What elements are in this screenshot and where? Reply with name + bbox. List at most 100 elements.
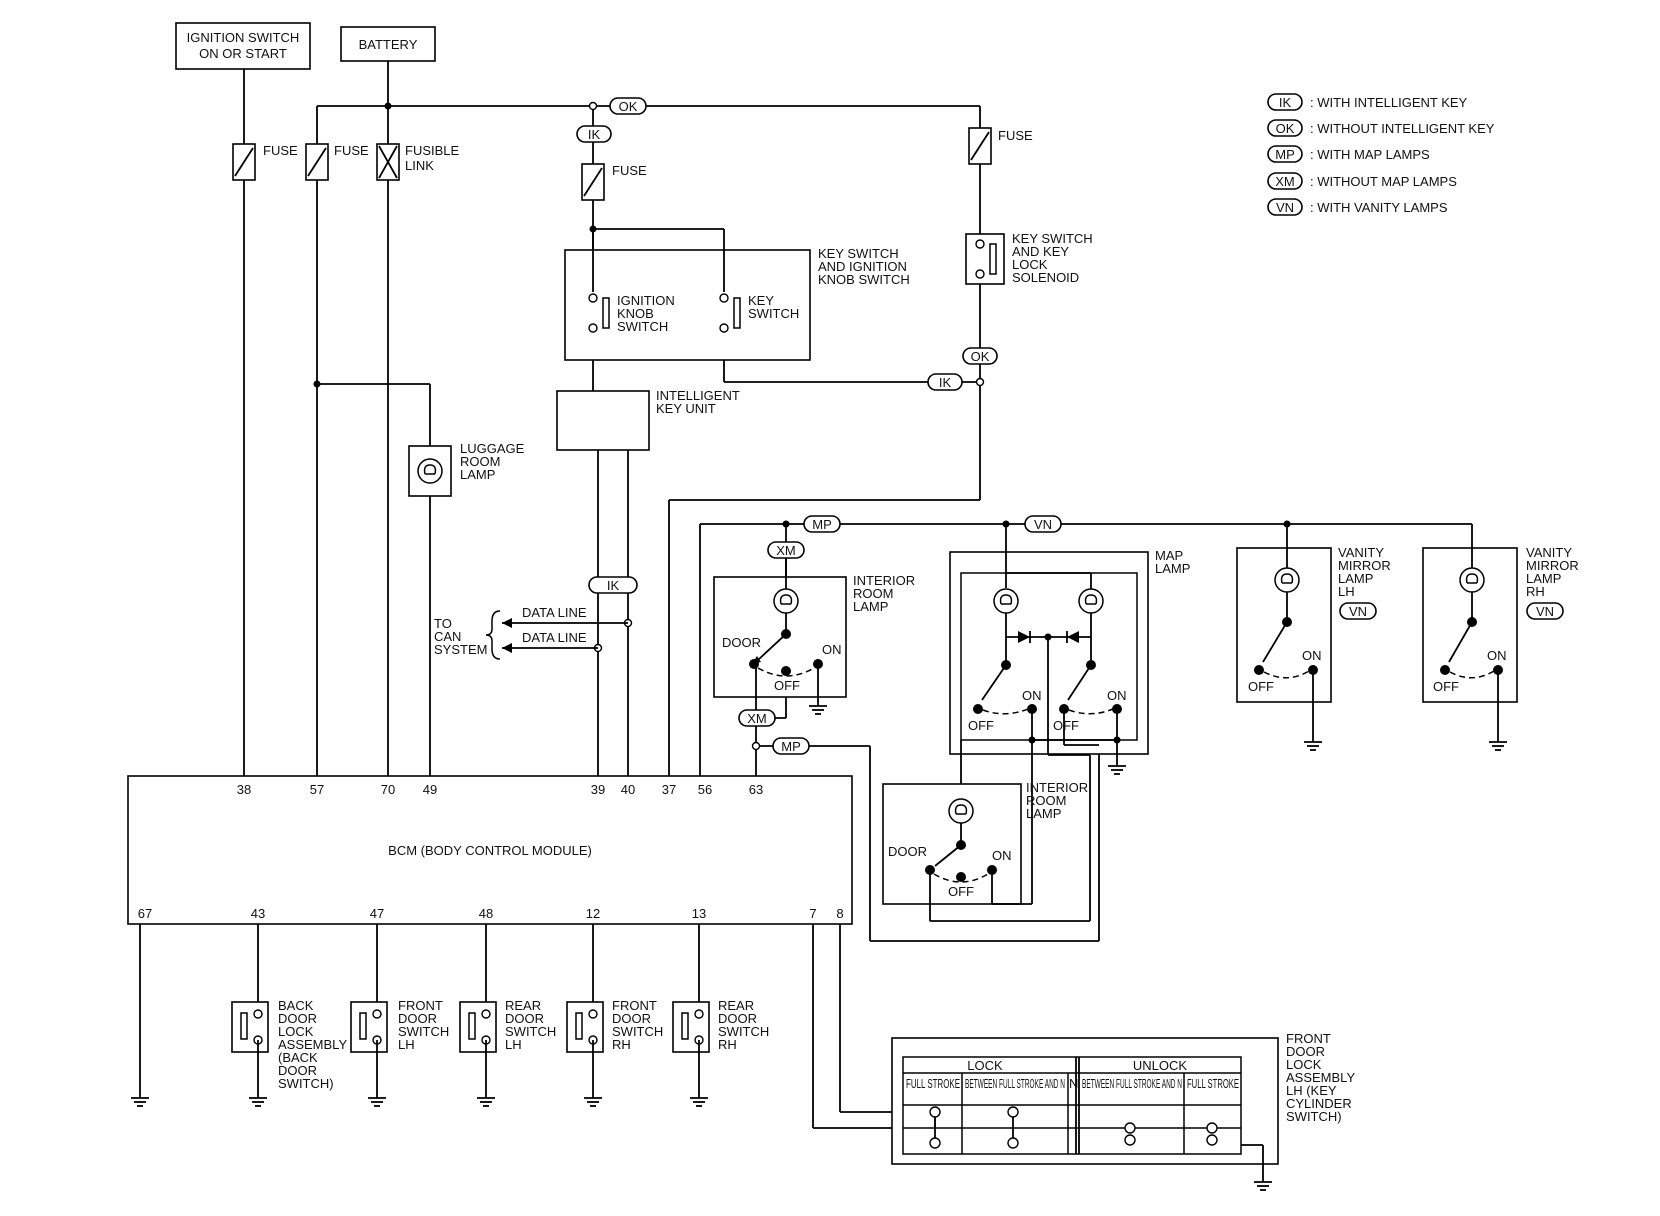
tag-xm-top-label: XM [776,543,796,558]
data-line-label-2: DATA LINE [522,630,587,645]
on-label-1: ON [822,642,842,657]
vanity-rh-label-1: VANITY [1526,545,1572,560]
vanity-lh-tag: VN [1349,604,1367,619]
ignition-label-2: ON OR START [199,46,287,61]
pin-70: 70 [381,782,395,797]
col-full-stroke-lock: FULL STROKE [906,1076,960,1091]
ignition-knob-label-1: IGNITION [617,293,675,308]
back-door-label-6: DOOR [278,1063,317,1078]
ignition-source-box: IGNITION SWITCH ON OR START [175,22,311,70]
fuse-intelligent-key: FUSE [581,163,647,201]
key-lock-solenoid: KEY SWITCH AND KEY LOCK SOLENOID [965,231,1093,285]
solenoid-label-1: KEY SWITCH [1012,231,1093,246]
fusible-link-label-1: FUSIBLE [405,143,460,158]
pin-7: 7 [809,906,816,921]
rear-door-lh-label-1: REAR [505,998,541,1013]
front-door-switch-lh: FRONT DOOR SWITCH LH [350,998,449,1107]
pin-43: 43 [251,906,265,921]
vanity-rh-tag: VN [1536,604,1554,619]
off-label-1: OFF [774,678,800,693]
pin-47: 47 [370,906,384,921]
door-label-2: DOOR [888,844,927,859]
luggage-label-2: ROOM [460,454,500,469]
col-between-lock: BETWEEN FULL STROKE AND N [965,1076,1065,1091]
battery-source-box: BATTERY [340,26,436,62]
pin-49: 49 [423,782,437,797]
pin-67: 67 [138,906,152,921]
ignition-label-1: IGNITION SWITCH [187,30,300,45]
vanity-lh-label-3: LAMP [1338,571,1373,586]
rear-door-rh-label-1: REAR [718,998,754,1013]
tag-ok-solenoid: OK [962,347,998,365]
rear-door-rh-label-3: SWITCH [718,1024,769,1039]
fuse-ignition: FUSE [232,143,298,181]
fuse-label-4: FUSE [998,128,1033,143]
legend-text-mp: : WITH MAP LAMPS [1310,147,1430,162]
front-lock-label-5: LH (KEY [1286,1083,1337,1098]
interior-label-1: INTERIOR [853,573,915,588]
front-door-lh-label-2: DOOR [398,1011,437,1026]
legend-text-ok: : WITHOUT INTELLIGENT KEY [1310,121,1495,136]
vanity-lh-label-4: LH [1338,584,1355,599]
on-label-5: ON [1302,648,1322,663]
solenoid-label-4: SOLENOID [1012,270,1079,285]
tag-xm-top: XM [767,541,805,559]
fusible-link: FUSIBLE LINK [376,143,460,181]
legend-code-ik: IK [1279,95,1292,110]
off-label-5: OFF [1248,679,1274,694]
pin-39: 39 [591,782,605,797]
front-door-lh-label-3: SWITCH [398,1024,449,1039]
tag-ik-top-label: IK [588,127,601,142]
key-switch-label-2: SWITCH [748,306,799,321]
legend: IK : WITH INTELLIGENT KEY OK : WITHOUT I… [1267,93,1495,216]
rear-door-rh-label-4: RH [718,1037,737,1052]
tag-ik-can-label: IK [607,578,620,593]
fuse-label-1: FUSE [263,143,298,158]
back-door-label-4: ASSEMBLY [278,1037,347,1052]
fusible-link-label-2: LINK [405,158,434,173]
front-door-lh-label-1: FRONT [398,998,443,1013]
bcm-label: BCM (BODY CONTROL MODULE) [388,843,592,858]
vanity-rh-label-3: LAMP [1526,571,1561,586]
pin-13: 13 [692,906,706,921]
pin-40: 40 [621,782,635,797]
on-label-6: ON [1487,648,1507,663]
tag-mp-top-label: MP [812,517,832,532]
off-label-6: OFF [1433,679,1459,694]
front-door-rh-label-4: RH [612,1037,631,1052]
key-switch-assy-label-3: KNOB SWITCH [818,272,910,287]
tag-xm-bottom: XM [738,709,776,727]
map-lamp: OFF ON OFF ON MAP LAMP [949,524,1190,921]
tag-ik-can: IK [588,576,638,594]
pin-56: 56 [698,782,712,797]
luggage-label-1: LUGGAGE [460,441,525,456]
fuse-label-3: FUSE [612,163,647,178]
map-bulb-icon-1 [993,588,1019,614]
door-label-1: DOOR [722,635,761,650]
tag-ik-key-switch: IK [927,373,963,391]
tag-ok-top: OK [609,97,647,115]
rear-door-switch-lh: REAR DOOR SWITCH LH [459,998,556,1107]
back-door-label-1: BACK [278,998,314,1013]
front-door-rh-label-2: DOOR [612,1011,651,1026]
rear-door-lh-label-3: SWITCH [505,1024,556,1039]
back-door-label-7: SWITCH) [278,1076,334,1091]
can-label-3: SYSTEM [434,642,487,657]
legend-code-vn: VN [1276,200,1294,215]
on-label-2: ON [1022,688,1042,703]
tag-ik-key-switch-label: IK [939,375,952,390]
solenoid-label-3: LOCK [1012,257,1048,272]
interior-label-6: LAMP [1026,806,1061,821]
pin-38: 38 [237,782,251,797]
tag-xm-bottom-label: XM [747,711,767,726]
luggage-label-3: LAMP [460,467,495,482]
fuse-key-solenoid: FUSE [968,127,1033,165]
legend-code-xm: XM [1275,174,1295,189]
unlock-header: UNLOCK [1133,1058,1188,1073]
pin-37: 37 [662,782,676,797]
can-data-lines: DATA LINE DATA LINE TO CAN SYSTEM [434,605,628,660]
rear-door-rh-label-2: DOOR [718,1011,757,1026]
can-label-2: CAN [434,629,461,644]
back-door-label-2: DOOR [278,1011,317,1026]
